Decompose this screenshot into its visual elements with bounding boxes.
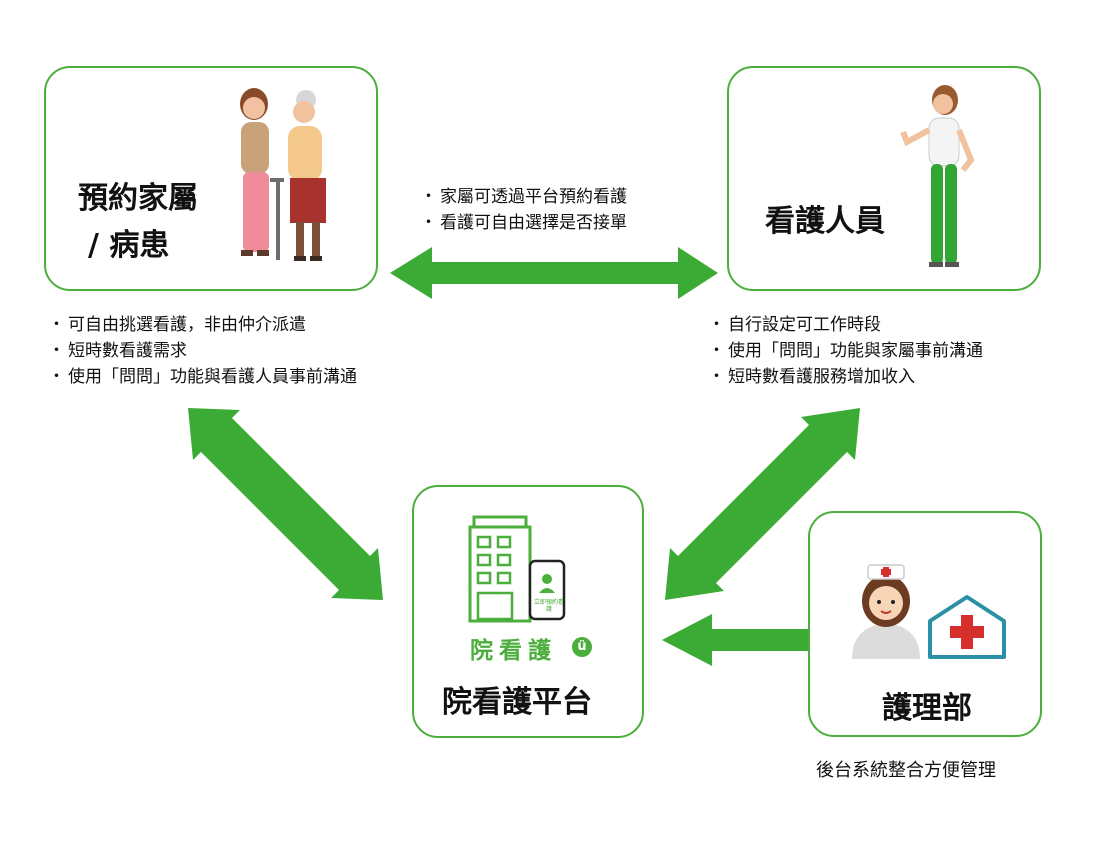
- caregiver-card: 看護人員: [727, 66, 1041, 291]
- nursing-title: 護理部: [882, 691, 972, 726]
- arrow-family-caregiver: [390, 247, 718, 299]
- arrow-caregiver-platform: [665, 408, 860, 600]
- booking-note-item: 家屬可透過平台預約看護: [420, 184, 706, 210]
- caregiver-illustration: [900, 85, 975, 267]
- family-title-line1: 預約家屬: [78, 181, 198, 216]
- caregiver-benefit-item: 短時數看護服務增加收入: [708, 364, 1074, 390]
- arrow-nursing-platform: [662, 614, 808, 666]
- nurse-icon: [852, 564, 920, 659]
- platform-card: 立即預約看護 院看護 ü 院看護平台: [412, 485, 644, 738]
- phone-caption: 立即預約看護: [534, 599, 565, 613]
- family-benefit-item: 短時數看護需求: [48, 338, 384, 364]
- booking-notes-list: 家屬可透過平台預約看護 看護可自由選擇是否接單: [420, 184, 706, 236]
- caregiver-helping-elder-illustration: [240, 88, 326, 261]
- caregiver-title: 看護人員: [765, 204, 885, 239]
- booking-note-item: 看護可自由選擇是否接單: [420, 210, 706, 236]
- caregiver-benefit-item: 使用「問問」功能與家屬事前溝通: [708, 338, 1074, 364]
- caregiver-benefits-list: 自行設定可工作時段 使用「問問」功能與家屬事前溝通 短時數看護服務增加收入: [708, 312, 1074, 390]
- family-benefit-item: 使用「問問」功能與看護人員事前溝通: [48, 364, 384, 390]
- family-card: 預約家屬 / 病患: [44, 66, 378, 291]
- nursing-caption: 後台系統整合方便管理: [816, 760, 996, 781]
- nursing-card: 護理部: [808, 511, 1042, 737]
- arrow-family-platform: [188, 408, 383, 600]
- family-benefits-list: 可自由挑選看護，非由仲介派遣 短時數看護需求 使用「問問」功能與看護人員事前溝通: [48, 312, 384, 390]
- family-benefit-item: 可自由挑選看護，非由仲介派遣: [48, 312, 384, 338]
- caregiver-benefit-item: 自行設定可工作時段: [708, 312, 1074, 338]
- hospital-building-icon: [468, 515, 566, 623]
- platform-title: 院看護平台: [442, 685, 592, 720]
- platform-logo-text: 院看護: [470, 638, 557, 664]
- hospital-cross-icon: [928, 595, 1006, 659]
- platform-logo-badge: ü: [572, 637, 592, 657]
- family-title-line2: / 病患: [88, 228, 170, 263]
